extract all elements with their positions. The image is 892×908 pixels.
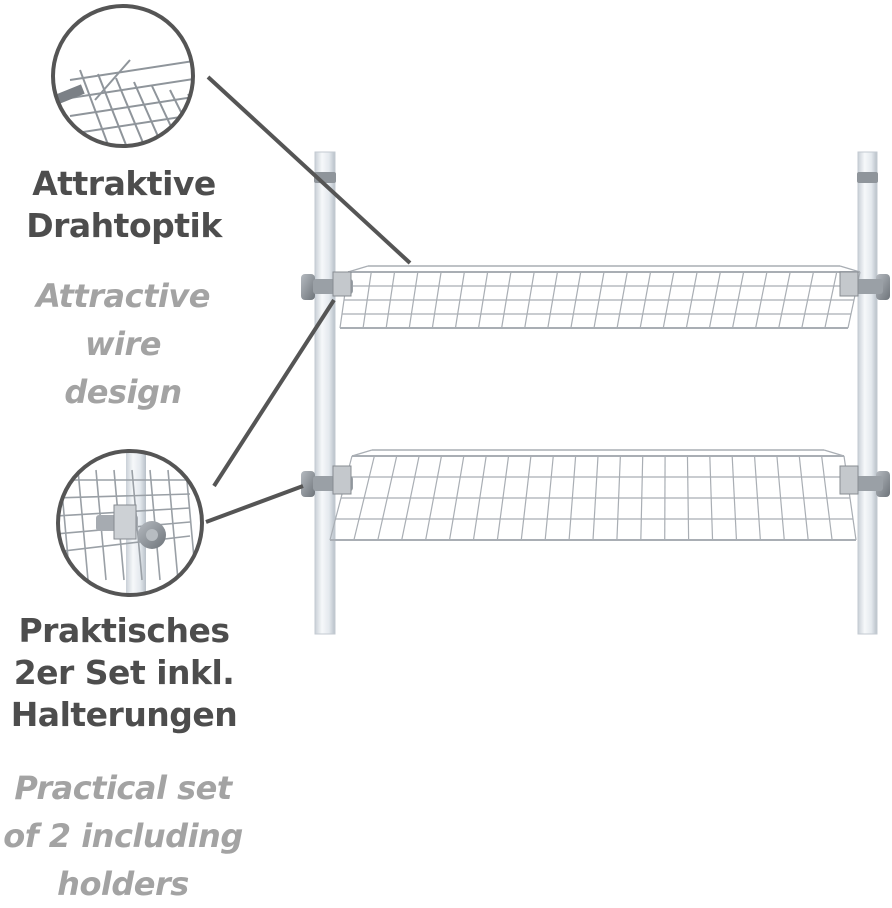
- zoom-circle-holder-detail: [55, 440, 202, 610]
- callout-2-heading: Praktisches 2er Set inkl. Halterungen: [2, 610, 246, 736]
- callout-2-subheading: Practical set of 2 including holders: [0, 764, 246, 908]
- callout-1-subheading: Attractive wire design: [0, 272, 246, 416]
- right-pole: [857, 152, 878, 634]
- callout-1-heading: Attraktive Drahtoptik: [2, 163, 246, 247]
- upper-wire-basket: [340, 266, 860, 328]
- lower-wire-basket: [330, 450, 856, 540]
- leader-line-holder-2: [206, 486, 303, 522]
- left-pole: [314, 152, 336, 634]
- zoom-circle-wire-detail: [51, 6, 218, 150]
